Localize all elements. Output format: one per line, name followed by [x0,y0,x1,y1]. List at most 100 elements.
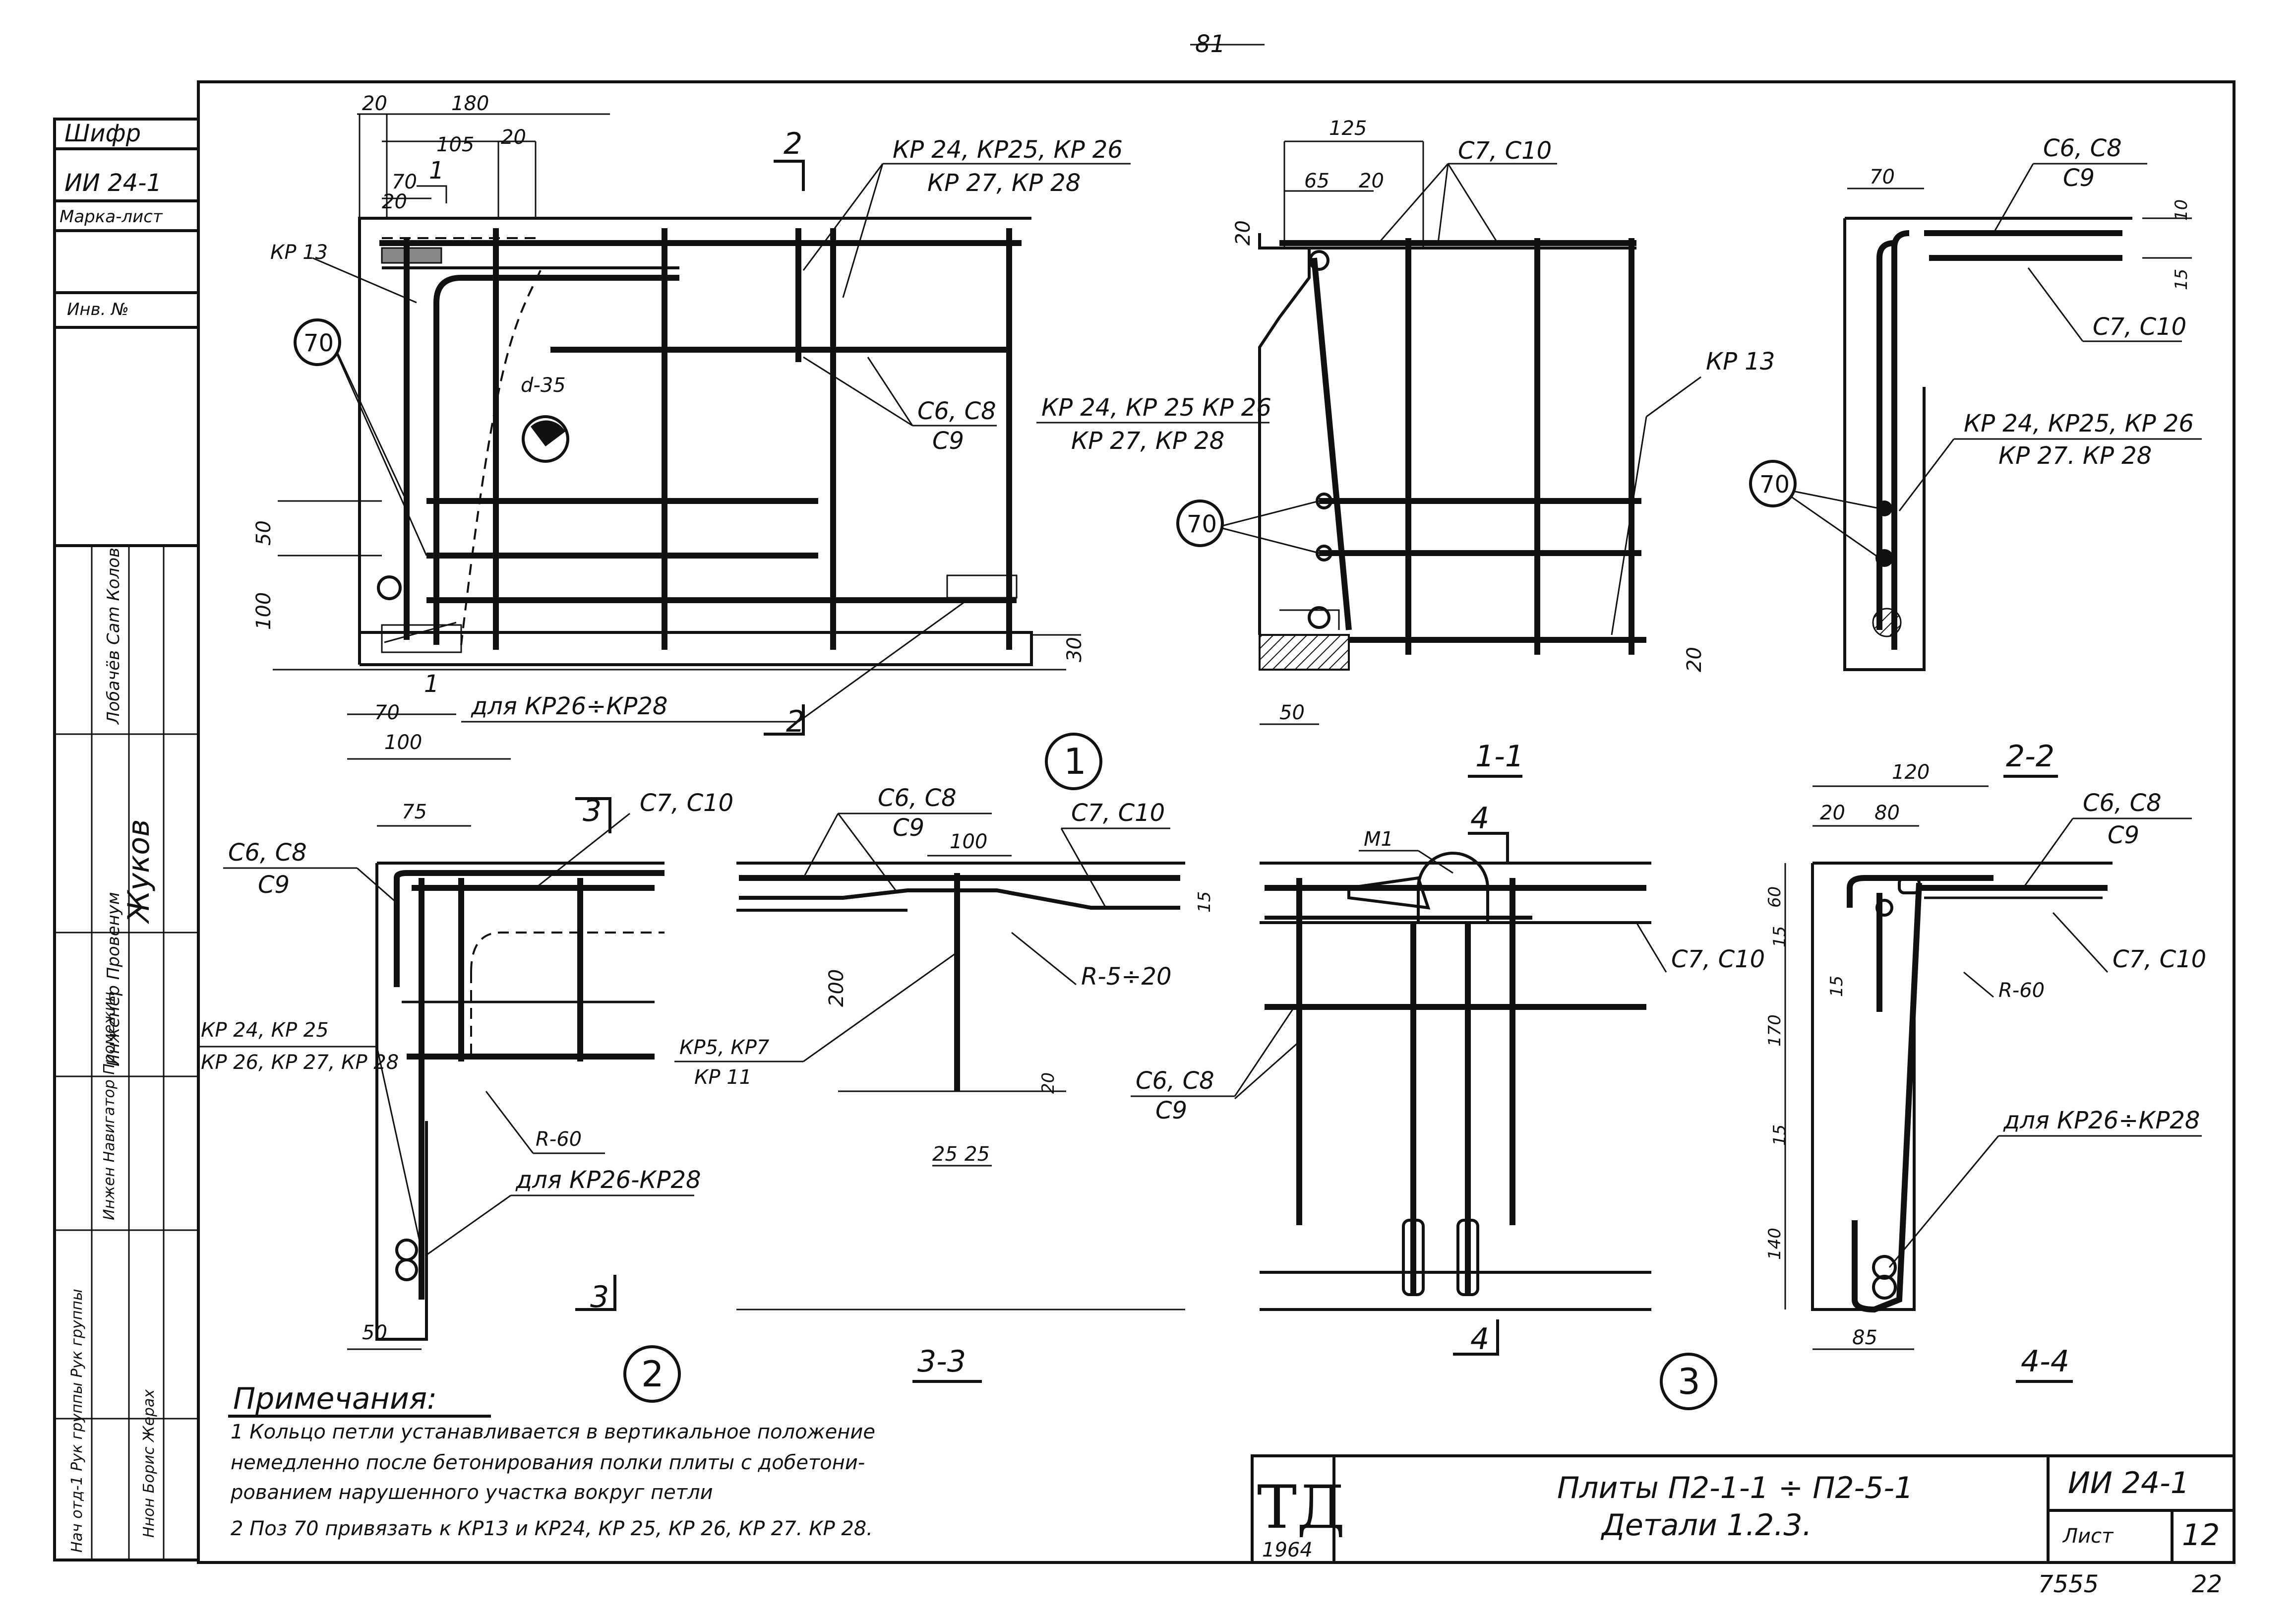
v1-dim-100: 100 [252,592,275,630]
s22-dim-70: 70 [1870,166,1895,188]
s22-bars-top-2: С9 [2063,164,2095,192]
view-2: 75 50 3 С7, С10 С6, С8 С9 КР 24, КР 25 К… [198,789,733,1403]
v3-section-top: 4 [1470,801,1489,836]
s33-kp-2: КР 11 [694,1066,752,1089]
stamp-staff-5: Нач отд-1 Рук группы Рук группы [68,1289,86,1553]
v3-marker: 3 [1678,1361,1700,1402]
v1-hole-label: d-35 [521,374,566,397]
s33-kp-1: КР5, КР7 [679,1036,770,1059]
view-3: М1 4 С7, С10 С6, С8 С9 4 3 [1131,801,1765,1410]
v1-section-top: 2 [784,126,802,161]
title-code: ИИ 24-1 [2068,1466,2189,1500]
s22-bars-low-2: КР 27. КР 28 [1998,442,2152,470]
s33-bars-a-2: С9 [893,814,924,842]
v3-bars-left-2: С9 [1155,1097,1187,1124]
s11-kp13: КР 13 [1706,348,1775,375]
s11-bars: С7, С10 [1458,137,1552,165]
notes-heading: Примечания: [233,1381,437,1416]
s11-dim-20: 20 [1359,170,1384,192]
s11-title: 1-1 [1475,739,1524,774]
s11-left-dim: 20 [1232,220,1255,246]
s44-dim-15a: 15 [1770,926,1790,947]
s33-radius: R-5÷20 [1081,963,1172,991]
notes-line-3: рованием нарушенного участка вокруг петл… [230,1481,713,1504]
v1-dim-180: 180 [451,92,489,115]
s33-dim-25b: 25 [965,1143,990,1166]
notes-line-1: 1 Кольцо петли устанавливается в вертика… [231,1421,875,1443]
s44-dim-15b: 15 [1827,976,1847,997]
s33-title: 3-3 [917,1344,966,1379]
section-3-3: С6, С8 С9 100 С7, С10 15 200 R-5÷20 КР5,… [674,784,1214,1383]
s44-dim-120: 120 [1892,761,1930,784]
s11-dim-65: 65 [1304,170,1329,192]
s11-bottom-dim: 50 [1279,701,1305,724]
s44-dim-80: 80 [1874,802,1900,824]
v3-bars-left-1: С6, С8 [1136,1067,1214,1095]
v2-marker: 2 [641,1353,664,1395]
v1-marker: 1 [1064,741,1087,782]
title-block: ТД 1964 Плиты П2-1-1 ÷ П2-5-1 Детали 1.2… [1251,1454,2236,1564]
sheet-frame [197,80,2236,1564]
s33-dim-100: 100 [950,830,987,853]
s22-dim-10: 10 [2172,199,2191,221]
section-4-4: 120 20 80 60 15 15 170 15 140 85 С6, С8 … [1765,761,2206,1383]
stamp-staff-3: Инженер Провенум [104,892,123,1066]
v1-bars-right-2: КР 27, КР 28 [1071,427,1224,455]
v1-pos70: 70 [303,329,334,357]
s44-dim-20: 20 [1820,802,1845,824]
v1-dim-20c: 20 [382,190,407,213]
s44-radius: R-60 [1998,979,2045,1002]
v1-dim-70b: 70 [374,701,400,724]
stamp-inv-label: Инв. № [67,300,129,319]
s33-bars-b: С7, С10 [1071,799,1165,827]
v1-bars-mid-2: С9 [932,427,964,455]
v2-bars-left-1: С6, С8 [228,839,307,867]
v1-section-cut-top: 1 [429,157,444,185]
v1-dim-20b: 20 [501,126,526,149]
s44-dim-60: 60 [1765,886,1785,908]
v2-radius: R-60 [536,1128,582,1151]
s44-dim-85: 85 [1852,1326,1877,1349]
s22-title: 2-2 [2006,739,2054,774]
s11-right-dim: 20 [1683,647,1706,672]
s33-dim-200: 200 [825,969,848,1007]
stamp-cipher-value: ИИ 24-1 [64,169,162,197]
s44-bars-top-1: С6, С8 [2083,789,2162,817]
title-logo: ТД [1257,1473,1345,1542]
stamp-sheet-mark: Марка-лист [60,207,163,227]
v1-dim-105: 105 [436,133,474,156]
footer-right: 22 [2192,1570,2222,1598]
title-line-2: Детали 1.2.3. [1600,1508,1812,1543]
stamp-cipher-label: Шифр [64,120,141,147]
notes-line-4: 2 Поз 70 привязать к КР13 и КР24, КР 25,… [231,1517,873,1540]
s44-note: для КР26÷КР28 [2003,1107,2200,1134]
stamp-staff-1: Лобачёв Cam Колов [104,548,123,725]
s44-bars-right: С7, С10 [2113,945,2206,973]
stamp-staff-2: Жуков [121,819,156,925]
s44-bars-top-2: С9 [2108,821,2139,849]
v1-dim-20a: 20 [362,92,387,115]
v2-bars-left-2: С9 [258,871,290,899]
s33-dim-20: 20 [1038,1072,1058,1094]
v1-bars-top-1: КР 24, КР25, КР 26 [893,136,1123,164]
title-sheet-number: 12 [2182,1518,2220,1553]
v2-bars-top: С7, С10 [640,789,733,817]
title-sheet-label: Лист [2062,1525,2114,1548]
s44-dim-15c: 15 [1770,1124,1790,1146]
v2-kp-left-2: КР 26, КР 27, КР 28 [201,1051,399,1074]
v1-dim-70: 70 [392,171,417,193]
v1-dim-100b: 100 [384,731,422,754]
stamp-staff-4: Инжен Навигатор Промежин [101,992,118,1220]
s33-dim-15: 15 [1195,891,1214,913]
s22-bars-mid: С7, С10 [2093,313,2186,341]
s22-bars-top-1: С6, С8 [2043,134,2122,162]
v1-bars-mid-1: С6, С8 [917,397,996,425]
v3-bars-right: С7, С10 [1671,945,1765,973]
v2-note: для КР26-КР28 [515,1166,701,1194]
section-1-1: 125 65 20 20 50 20 С7, С10 КР 13 70 1-1 [1176,117,1775,778]
v3-m1: М1 [1364,828,1393,851]
v1-note: для КР26÷КР28 [471,692,667,720]
s33-dim-25a: 25 [932,1143,958,1166]
v1-dim-50: 50 [252,520,275,546]
